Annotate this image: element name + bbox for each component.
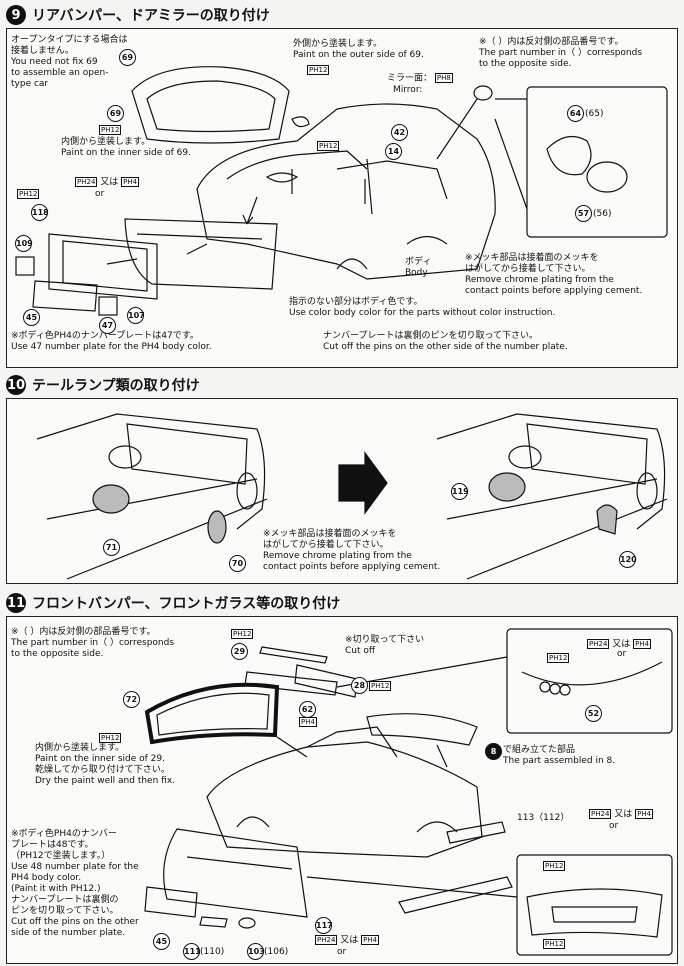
part-number: 29	[231, 643, 248, 660]
part-number: 14	[385, 143, 402, 160]
part-number: 45	[153, 933, 170, 950]
part-number: 120	[619, 551, 637, 568]
part-number-paren: (65)	[585, 109, 604, 119]
step9-default-color-note: 指示のない部分はボディ色です。 Use color body color for…	[289, 297, 556, 318]
step11-panel: ※（ ）内は反対側の部品番号です。 The part number in（ ）c…	[6, 616, 678, 964]
step9-title: 9 リアバンパー、ドアミラーの取り付け	[6, 5, 270, 25]
step9-panel: オープンタイプにする場合は 接着しません。 You need not fix 6…	[6, 28, 678, 368]
part-number: 47	[99, 317, 116, 334]
step9-mirror-label: ミラー面： PH8	[387, 73, 453, 84]
step10-chrome-note: ※メッキ部品は接着面のメッキを はがしてから接着して下さい。 Remove ch…	[263, 529, 441, 572]
step9-outer-code: PH12	[307, 65, 330, 75]
step11-bottom-or-en: or	[337, 947, 347, 957]
step9-opposite-note: ※（ ）内は反対側の部品番号です。 The part number in（ ）c…	[479, 37, 643, 69]
step11-code-ph4-62: PH4	[299, 717, 317, 727]
step11-right-parts: 113（112）	[517, 813, 570, 823]
step10-illustration	[36, 413, 668, 580]
step9-outer-paint-note: 外側から塗装します。 Paint on the outer side of 69…	[293, 39, 424, 60]
part-number-paren: (106)	[264, 947, 289, 957]
step11-inset-code-b: PH24 又は PH4	[587, 639, 652, 650]
step9-inner-code: PH12	[99, 125, 122, 135]
step11-inset-or-en: or	[617, 649, 627, 659]
part-number: 111	[183, 943, 201, 960]
step11-inset-code-a: PH12	[547, 653, 570, 663]
part-number: 62	[299, 701, 316, 718]
part-number: 119	[451, 483, 469, 500]
step10-number: 10	[6, 375, 26, 395]
part-number: 118	[31, 204, 49, 221]
step11-assembled-step: 8	[485, 743, 502, 760]
step9-chrome-note: ※メッキ部品は接着面のメッキを はがしてから接着して下さい。 Remove ch…	[465, 253, 643, 296]
step11-inner-paint-note: 内側から塗装します。 Paint on the inner side of 29…	[35, 743, 176, 786]
step9-code-ph12-a: PH12	[17, 189, 40, 199]
step11-cutoff-note: ※切り取って下さい Cut off	[345, 635, 425, 656]
part-number: 45	[23, 309, 40, 326]
part-number: 109	[15, 235, 33, 252]
step11-code-ph12-28: PH12	[369, 681, 392, 691]
step11-title: 11 フロントバンパー、フロントガラス等の取り付け	[6, 593, 340, 613]
part-number: 103	[247, 943, 265, 960]
step11-title-text: フロントバンパー、フロントガラス等の取り付け	[32, 596, 341, 612]
step10-title: 10 テールランプ類の取り付け	[6, 375, 200, 395]
part-number: 107	[127, 307, 145, 324]
step9-color-choice: PH24 又は PH4	[75, 177, 140, 188]
step11-right-or-en: or	[609, 821, 619, 831]
step9-or-en: or	[95, 189, 105, 199]
part-number: 69	[107, 105, 124, 122]
step11-front-inset-code: PH12	[543, 939, 566, 949]
step9-code-ph12-mid: PH12	[317, 141, 340, 151]
step11-number: 11	[6, 593, 26, 613]
part-number: 28	[351, 677, 368, 694]
step10-panel: ※メッキ部品は接着面のメッキを はがしてから接着して下さい。 Remove ch…	[6, 398, 678, 584]
step11-code-ph12-top: PH12	[231, 629, 254, 639]
part-number: 71	[103, 539, 120, 556]
step11-front-inset-code: PH12	[543, 861, 566, 871]
step9-body-label: ボディ Body	[405, 257, 432, 278]
step11-assembled-note: で組み立てた部品 The part assembled in 8.	[503, 745, 616, 766]
part-number: 52	[585, 705, 602, 722]
part-number: 42	[391, 124, 408, 141]
step9-mirror-text: Mirror:	[393, 85, 423, 95]
part-number-paren: (110)	[200, 947, 225, 957]
step9-open-type-note: オープンタイプにする場合は 接着しません。 You need not fix 6…	[11, 35, 128, 89]
part-number: 57	[575, 205, 592, 222]
part-number-paren: (56)	[593, 209, 612, 219]
step11-code-ph12-72: PH12	[99, 733, 122, 743]
step9-inner-paint-note: 内側から塗装します。 Paint on the inner side of 69…	[61, 137, 191, 158]
step9-illustration	[15, 66, 668, 316]
part-number: 117	[315, 917, 333, 934]
step11-right-codes: PH24 又は PH4	[589, 809, 654, 820]
step11-bottom-codes: PH24 又は PH4	[315, 935, 380, 946]
step9-pins-note: ナンバープレートは裏側のピンを切り取って下さい。 Cut off the pin…	[323, 331, 568, 352]
step9-plate-note: ※ボディ色PH4のナンバープレートは47です。 Use 47 number pl…	[11, 331, 212, 352]
step11-plate-note: ※ボディ色PH4のナンバー プレートは48です。 （PH12で塗装します。） U…	[11, 829, 139, 938]
step9-title-text: リアバンパー、ドアミラーの取り付け	[32, 8, 270, 24]
step10-title-text: テールランプ類の取り付け	[32, 378, 200, 394]
step9-number: 9	[6, 5, 26, 25]
part-number: 72	[123, 691, 140, 708]
part-number: 64	[567, 105, 584, 122]
part-number: 70	[229, 555, 246, 572]
step11-opposite-note: ※（ ）内は反対側の部品番号です。 The part number in（ ）c…	[11, 627, 175, 659]
part-number: 69	[119, 49, 136, 66]
